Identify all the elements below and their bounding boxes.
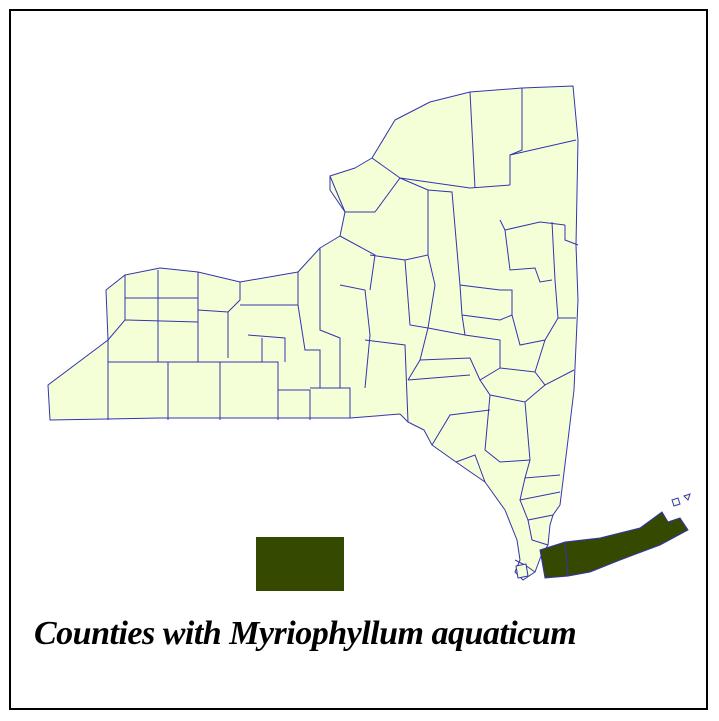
county-richmond — [515, 563, 529, 579]
island-east — [671, 497, 681, 507]
state-outline — [47, 85, 579, 581]
legend-present-swatch — [256, 537, 344, 591]
county-boundaries — [107, 88, 579, 573]
map-caption: Counties with Myriophyllum aquaticum — [34, 615, 577, 652]
county-suffolk — [564, 511, 689, 577]
island-east-2 — [683, 493, 691, 501]
